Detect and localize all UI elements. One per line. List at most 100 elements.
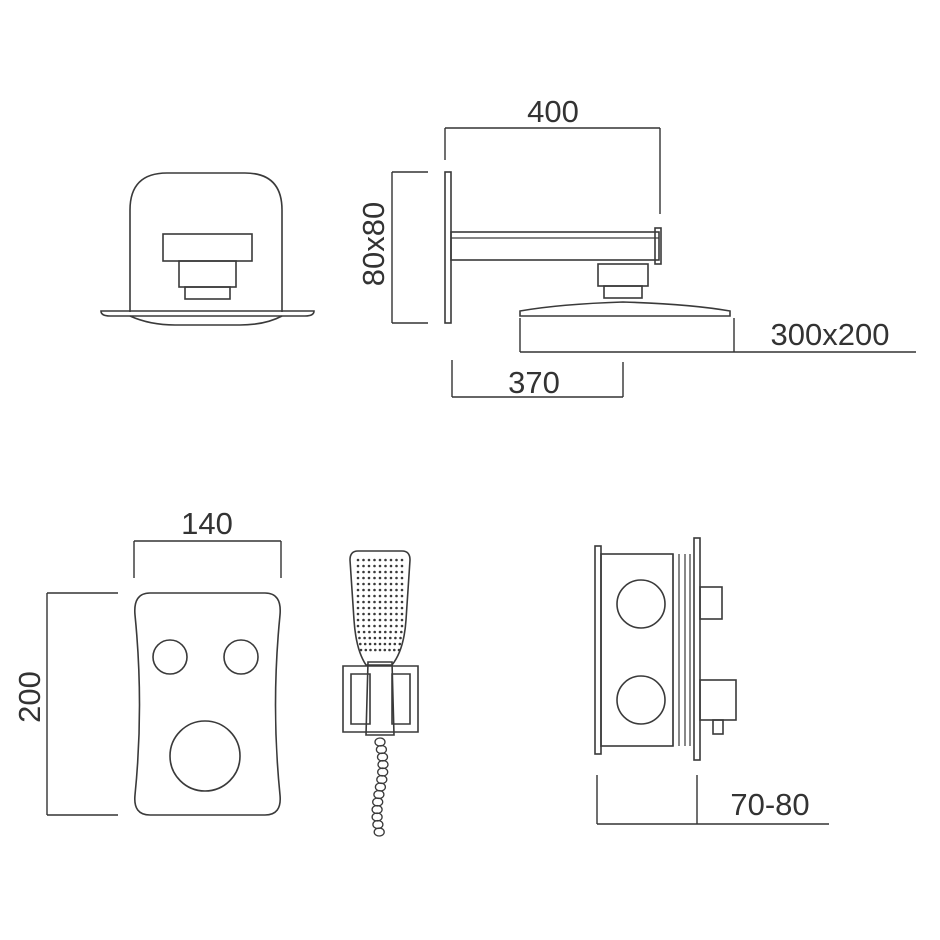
spray-hole bbox=[356, 576, 360, 580]
spray-hole bbox=[397, 648, 401, 652]
spray-hole bbox=[362, 588, 365, 592]
spray-hole bbox=[400, 600, 404, 604]
hose-link bbox=[376, 752, 389, 762]
spray-hole bbox=[368, 630, 371, 634]
arm-end-cap bbox=[654, 227, 662, 265]
spray-hole bbox=[383, 642, 387, 646]
spray-hole bbox=[373, 570, 376, 574]
spray-hole bbox=[378, 648, 382, 652]
spray-hole bbox=[399, 636, 402, 640]
spray-hole bbox=[384, 588, 387, 592]
spray-hole bbox=[378, 606, 382, 610]
spray-hole bbox=[384, 612, 387, 616]
spray-hole bbox=[367, 570, 371, 574]
spray-hole bbox=[362, 624, 365, 628]
spray-hole bbox=[389, 600, 393, 604]
spray-hole bbox=[367, 600, 371, 604]
spray-hole bbox=[384, 576, 387, 580]
hand-shower bbox=[342, 550, 419, 837]
spray-hole bbox=[400, 588, 404, 592]
small-knob-left bbox=[152, 639, 188, 675]
spray-hole bbox=[356, 570, 360, 574]
dim-label-140: 140 bbox=[181, 506, 233, 541]
spray-hole bbox=[400, 612, 404, 616]
spray-hole bbox=[395, 618, 398, 622]
spray-hole bbox=[378, 564, 382, 568]
box-body bbox=[600, 553, 674, 747]
head-side-profile bbox=[519, 301, 731, 317]
head-bottom-curve bbox=[129, 315, 283, 326]
handle bbox=[365, 661, 395, 736]
spray-hole bbox=[383, 636, 387, 640]
spray-hole bbox=[378, 582, 382, 586]
spray-hole bbox=[373, 564, 376, 568]
spray-hole bbox=[389, 624, 393, 628]
spray-hole bbox=[378, 558, 382, 562]
hose-link bbox=[371, 812, 383, 822]
spray-hole bbox=[378, 600, 382, 604]
spray-hole bbox=[363, 642, 367, 646]
spray-hole bbox=[367, 594, 371, 598]
spray-hole bbox=[389, 618, 393, 622]
spray-hole bbox=[363, 636, 366, 640]
spray-hole bbox=[400, 624, 404, 628]
spray-hole bbox=[395, 570, 398, 574]
spray-hole bbox=[400, 582, 404, 586]
hose-link bbox=[377, 759, 389, 770]
spray-hole bbox=[384, 570, 387, 574]
spray-hole bbox=[378, 576, 382, 580]
box-front-plate bbox=[693, 537, 701, 761]
spray-hole bbox=[373, 606, 376, 610]
box-port-top bbox=[616, 579, 666, 629]
spray-hole bbox=[393, 648, 396, 652]
spray-hole bbox=[356, 600, 360, 604]
spray-hole bbox=[384, 558, 387, 562]
head-plate bbox=[100, 310, 315, 317]
dim-label-200: 200 bbox=[12, 671, 47, 723]
spray-hole bbox=[400, 570, 404, 574]
spray-hole bbox=[395, 612, 398, 616]
spray-hole bbox=[395, 582, 398, 586]
spray-hole bbox=[378, 630, 382, 634]
spray-hole bbox=[400, 576, 404, 580]
spray-hole bbox=[389, 582, 393, 586]
hose-link bbox=[376, 774, 388, 785]
spray-hole bbox=[362, 600, 365, 604]
spray-hole bbox=[384, 600, 387, 604]
spray-hole bbox=[378, 624, 382, 628]
spray-hole bbox=[356, 558, 360, 562]
shower-arm-side-view: 400 80x80 300x200 370 bbox=[356, 94, 916, 400]
spray-hole bbox=[362, 582, 365, 586]
hose-link bbox=[375, 744, 388, 755]
spindle-bottom bbox=[699, 679, 737, 721]
spray-hole bbox=[356, 624, 360, 628]
spray-hole bbox=[368, 636, 372, 640]
spray-hole bbox=[362, 570, 365, 574]
spray-hole bbox=[394, 630, 398, 634]
hose-link bbox=[372, 819, 384, 830]
wall-bracket-outline bbox=[129, 172, 283, 312]
dim-label-300x200: 300x200 bbox=[771, 317, 890, 352]
spray-hole bbox=[356, 618, 360, 622]
spray-hole bbox=[367, 618, 371, 622]
spray-hole bbox=[378, 594, 382, 598]
dim-label-400: 400 bbox=[527, 94, 579, 129]
spray-hole bbox=[362, 630, 366, 634]
control-plate-front-view: 140 200 bbox=[12, 506, 282, 816]
hose-link bbox=[374, 782, 387, 792]
dim-label-370: 370 bbox=[508, 365, 560, 400]
spray-hole bbox=[373, 636, 377, 640]
spray-hole bbox=[362, 594, 365, 598]
spray-hole bbox=[367, 576, 371, 580]
spray-hole bbox=[384, 594, 387, 598]
spray-hole bbox=[389, 612, 393, 616]
spray-hole bbox=[367, 564, 371, 568]
spray-hole bbox=[388, 642, 392, 646]
spray-hole bbox=[373, 600, 376, 604]
spindle-bottom-tip bbox=[712, 719, 724, 735]
spray-hole bbox=[394, 636, 397, 640]
spray-hole bbox=[378, 612, 382, 616]
spray-hole bbox=[362, 606, 365, 610]
